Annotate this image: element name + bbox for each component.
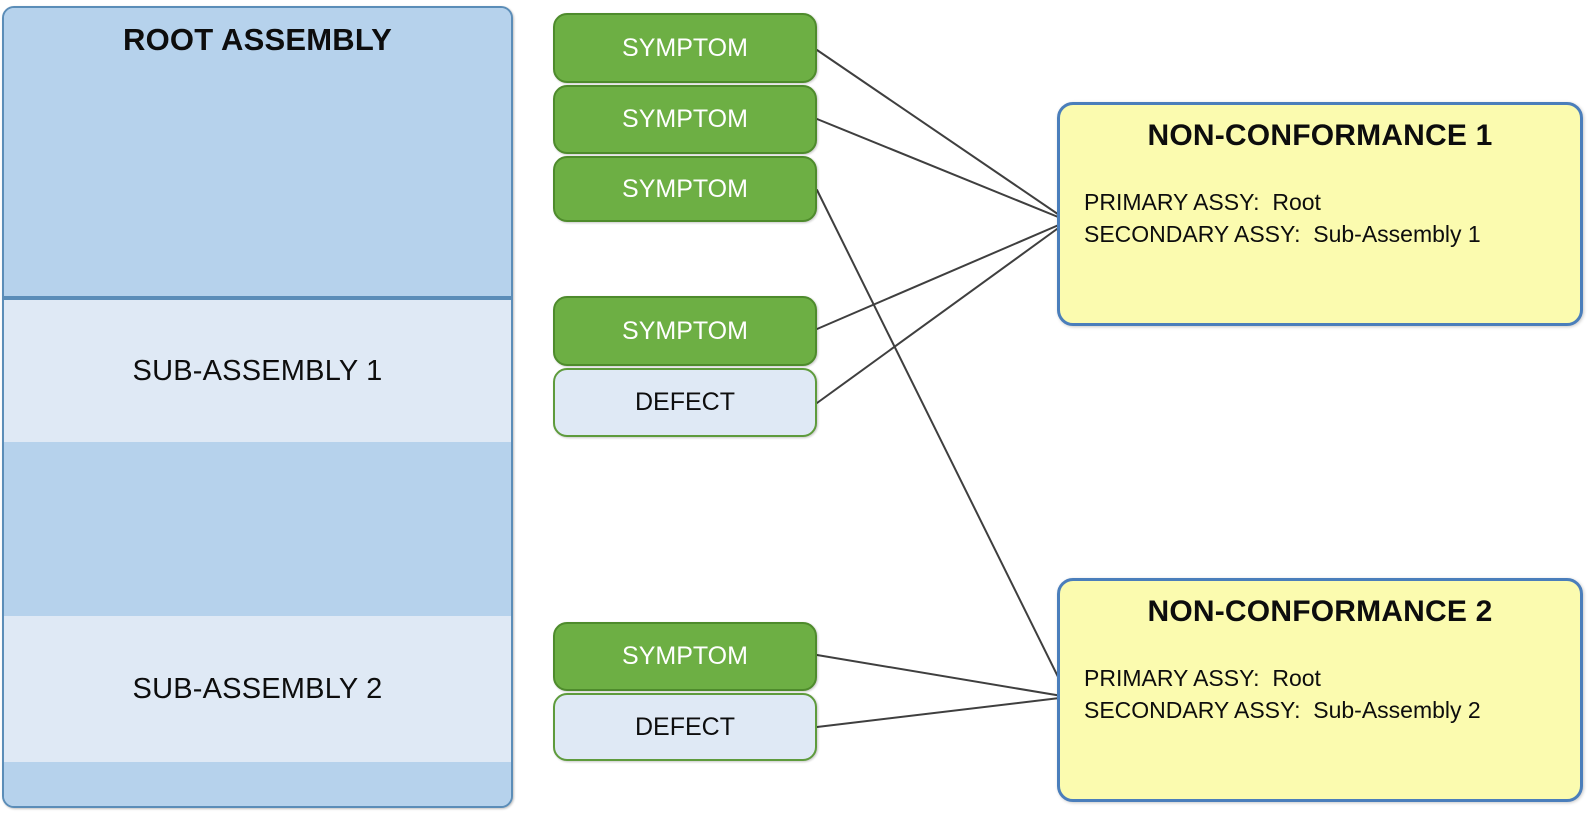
non-conformance-2-primary-assy: PRIMARY ASSY: Root xyxy=(1084,665,1321,691)
connector-symptom-2-to-nc-1 xyxy=(816,118,1069,222)
assembly-band-root[interactable]: ROOT ASSEMBLY xyxy=(4,8,511,298)
node-symptom-1-label: SYMPTOM xyxy=(622,33,748,62)
assembly-band-sub-assembly-2[interactable]: SUB-ASSEMBLY 2 xyxy=(4,616,511,764)
connector-defect-2-to-nc-2 xyxy=(816,696,1069,728)
non-conformance-1-secondary-assy: SECONDARY ASSY: Sub-Assembly 1 xyxy=(1084,220,1481,247)
node-symptom-4-label: SYMPTOM xyxy=(622,316,748,345)
assembly-band-spacer-1 xyxy=(4,442,511,618)
node-defect-2-label: DEFECT xyxy=(635,712,735,741)
node-symptom-1[interactable]: SYMPTOM xyxy=(553,13,817,83)
sub-assembly-1-label: SUB-ASSEMBLY 1 xyxy=(132,354,383,387)
assembly-band-sub-assembly-1[interactable]: SUB-ASSEMBLY 1 xyxy=(4,298,511,444)
connector-defect-1-to-nc-1 xyxy=(816,220,1069,404)
node-symptom-3[interactable]: SYMPTOM xyxy=(553,156,817,222)
node-symptom-4[interactable]: SYMPTOM xyxy=(553,296,817,366)
root-assembly-panel[interactable]: ROOT ASSEMBLY SUB-ASSEMBLY 1 SUB-ASSEMBL… xyxy=(2,6,513,808)
non-conformance-1-card[interactable]: NON-CONFORMANCE 1 PRIMARY ASSY: Root SEC… xyxy=(1057,102,1583,326)
node-symptom-2[interactable]: SYMPTOM xyxy=(553,85,817,154)
connector-symptom-4-to-nc-1 xyxy=(816,220,1069,330)
non-conformance-1-title: NON-CONFORMANCE 1 xyxy=(1147,119,1493,152)
connector-symptom-3-to-nc-2 xyxy=(816,189,1069,698)
connector-symptom-5-to-nc-2 xyxy=(816,654,1069,698)
node-symptom-3-label: SYMPTOM xyxy=(622,174,748,203)
node-defect-1[interactable]: DEFECT xyxy=(553,368,817,437)
non-conformance-2-secondary-assy: SECONDARY ASSY: Sub-Assembly 2 xyxy=(1084,696,1481,723)
node-defect-2[interactable]: DEFECT xyxy=(553,693,817,761)
node-symptom-2-label: SYMPTOM xyxy=(622,105,748,133)
connector-symptom-1-to-nc-1 xyxy=(816,49,1069,222)
root-assembly-label: ROOT ASSEMBLY xyxy=(122,22,392,57)
non-conformance-1-primary-assy: PRIMARY ASSY: Root xyxy=(1084,189,1321,215)
assembly-band-spacer-2 xyxy=(4,762,511,806)
node-symptom-5[interactable]: SYMPTOM xyxy=(553,622,817,691)
non-conformance-2-title: NON-CONFORMANCE 2 xyxy=(1147,595,1493,628)
non-conformance-2-card[interactable]: NON-CONFORMANCE 2 PRIMARY ASSY: Root SEC… xyxy=(1057,578,1583,802)
node-symptom-5-label: SYMPTOM xyxy=(622,642,748,670)
node-defect-1-label: DEFECT xyxy=(635,388,735,416)
sub-assembly-2-label: SUB-ASSEMBLY 2 xyxy=(132,672,383,705)
